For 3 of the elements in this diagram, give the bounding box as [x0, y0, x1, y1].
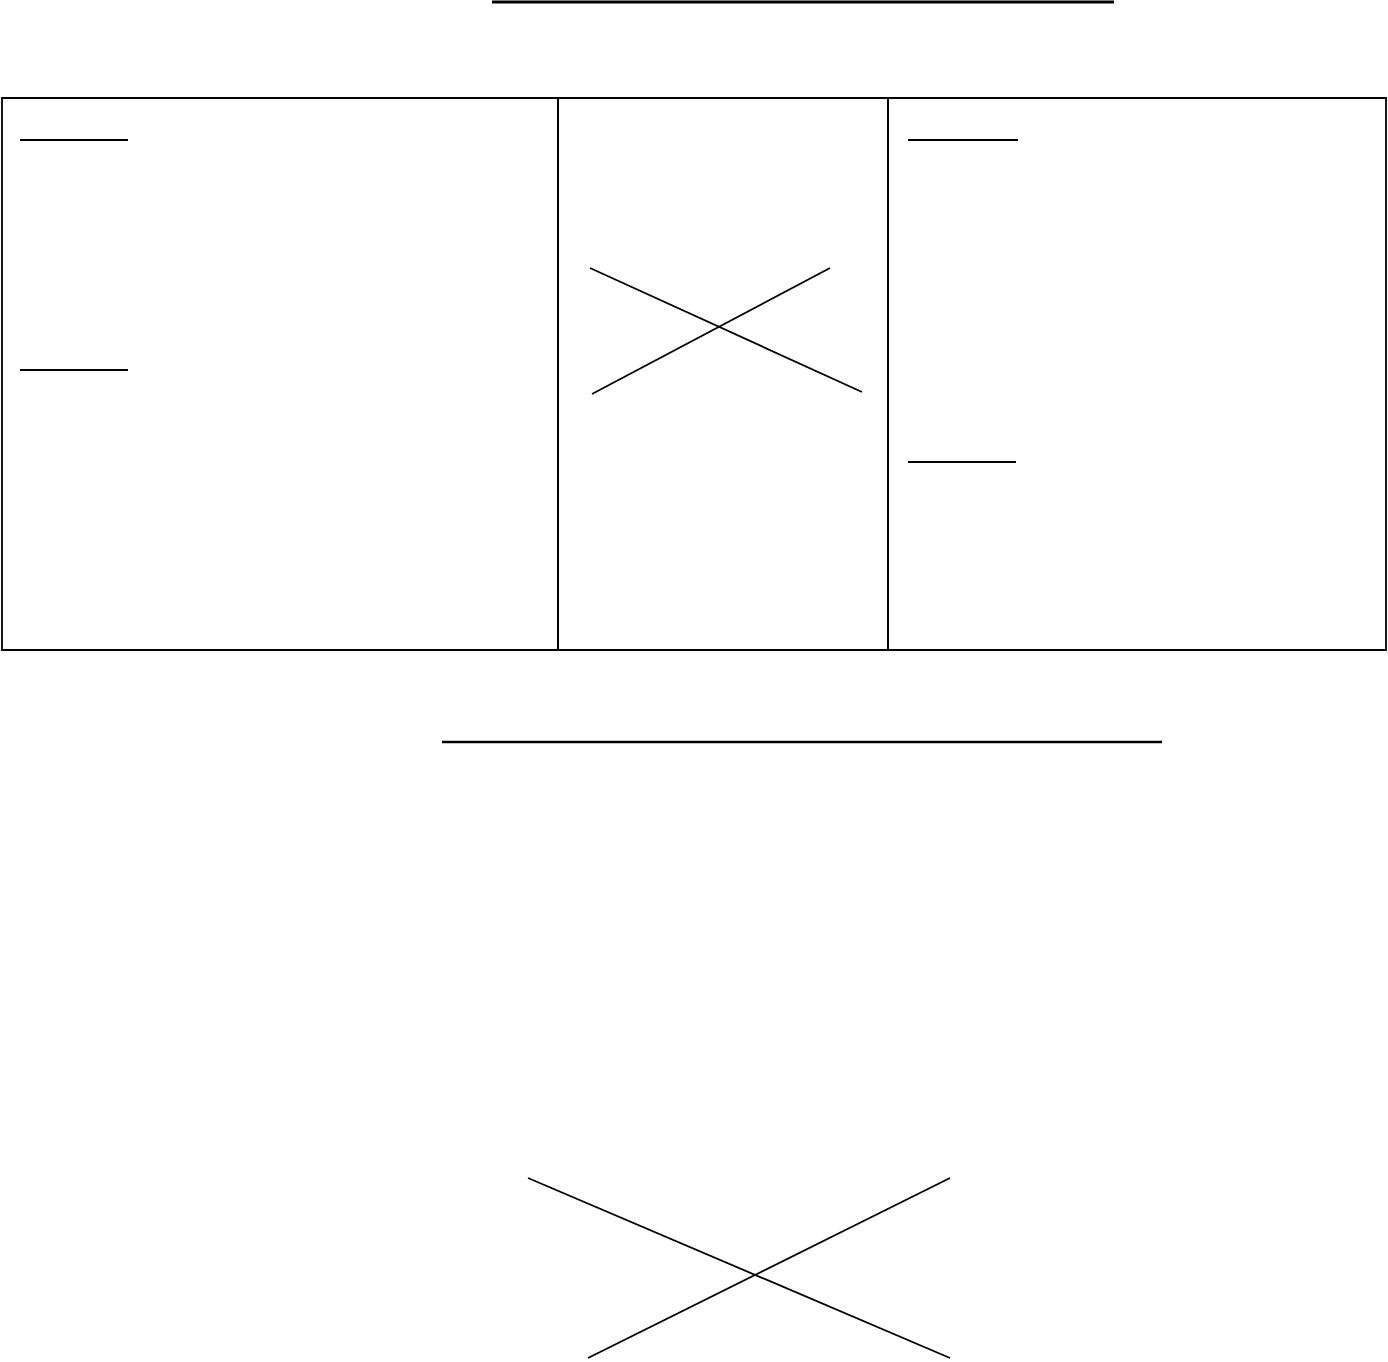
- table-cell: [557, 97, 889, 651]
- table-cell: [887, 97, 1387, 651]
- table-cell: [1, 97, 559, 651]
